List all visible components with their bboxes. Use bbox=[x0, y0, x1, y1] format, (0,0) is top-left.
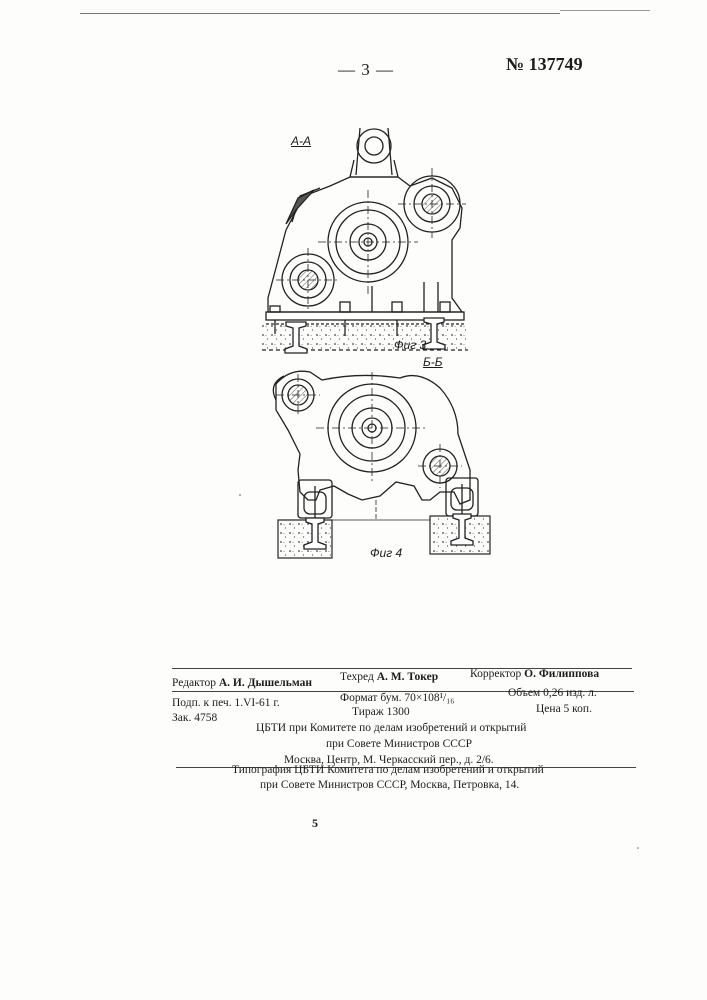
fig4-foundation-left bbox=[278, 520, 332, 558]
fig4-drawing bbox=[273, 371, 490, 558]
editor-line: Редактор А. И. Дышельман bbox=[172, 677, 312, 689]
techred-line: Техред А. М. Токер bbox=[340, 671, 438, 683]
paper-format: Формат бум. 70×108¹/₁₆ bbox=[340, 692, 454, 704]
fig4-right-wheel-assembly bbox=[446, 478, 478, 516]
corrector-line: Корректор О. Филиппова bbox=[470, 668, 599, 680]
fig3-hanger-eye bbox=[357, 129, 391, 163]
section-a-label: A-A bbox=[291, 134, 311, 148]
section-b-label: Б-Б bbox=[423, 355, 443, 369]
fig4-caption: Фиг 4 bbox=[370, 546, 402, 560]
price: Цена 5 коп. bbox=[536, 703, 592, 715]
volume: Объем 0,26 изд. л. bbox=[508, 687, 597, 699]
fig4-left-wheel-assembly bbox=[298, 480, 332, 518]
order-number: Зак. 4758 bbox=[172, 712, 217, 724]
signed-for-print: Подп. к печ. 1.VI-61 г. bbox=[172, 697, 280, 709]
printer-line-1: Типография ЦБТИ Комитета по делам изобре… bbox=[232, 764, 544, 776]
org-line-1: ЦБТИ при Комитете по делам изобретений и… bbox=[256, 722, 526, 734]
printer-line-2: при Совете Министров СССР, Москва, Петро… bbox=[260, 779, 519, 791]
print-run: Тираж 1300 bbox=[352, 706, 410, 718]
fig3-caption: Фиг 3 bbox=[394, 338, 426, 352]
fig3-drawing bbox=[262, 128, 468, 353]
footer-page-marker: 5 bbox=[312, 816, 318, 831]
org-line-2: при Совете Министров СССР bbox=[326, 738, 472, 750]
